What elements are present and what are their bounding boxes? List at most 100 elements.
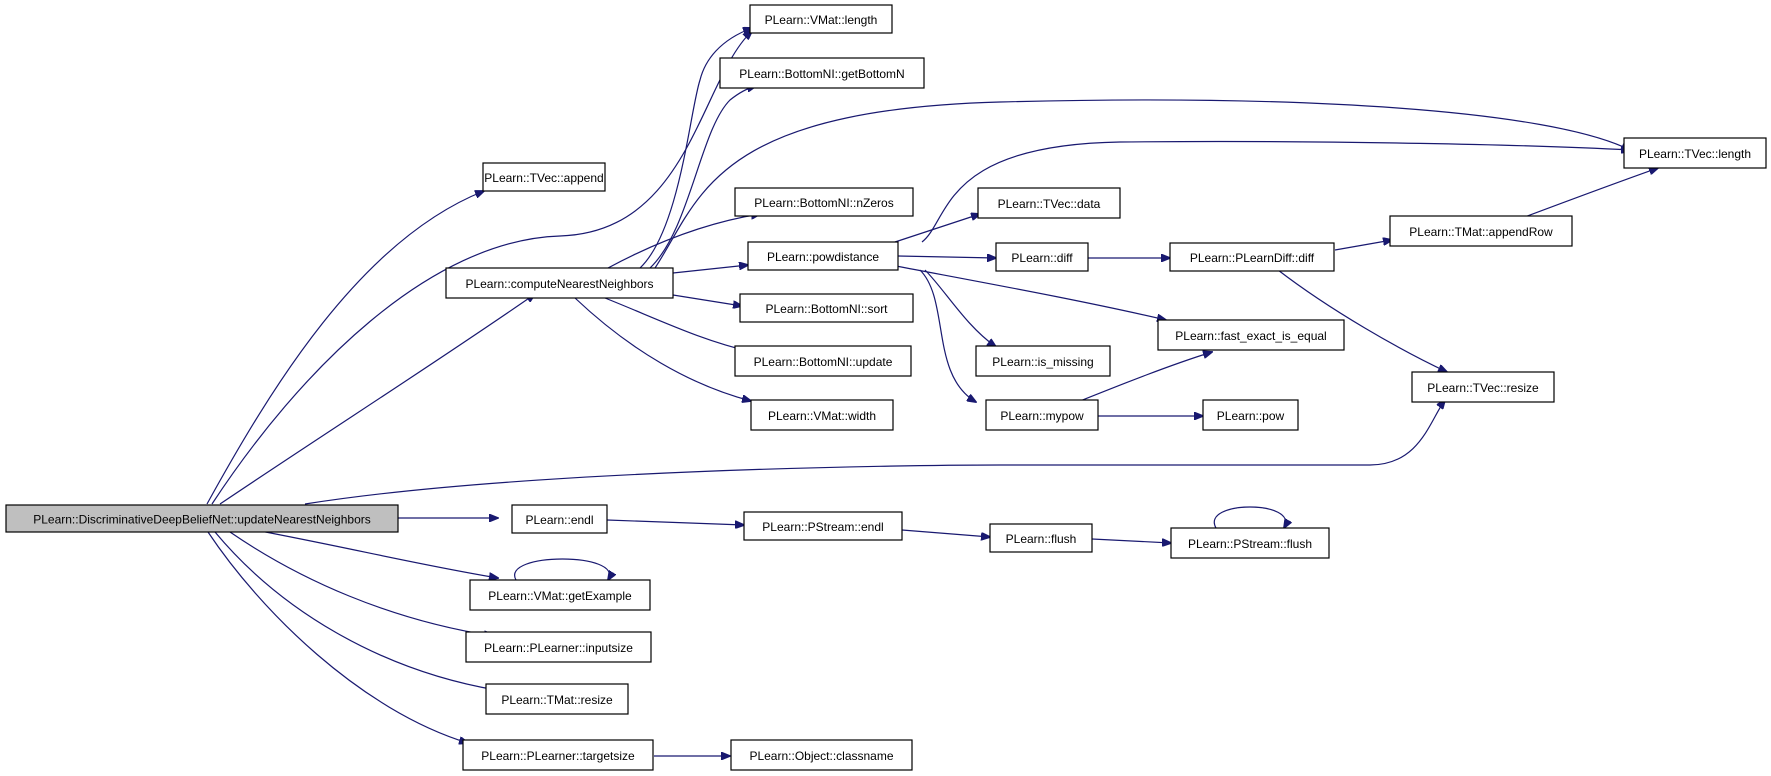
node-box-psflush bbox=[1170, 527, 1330, 559]
node-label-insize: PLearn::PLearner::inputsize bbox=[484, 641, 633, 655]
edge-root-inputsize bbox=[229, 531, 493, 636]
node-label-mypow: PLearn::mypow bbox=[1000, 409, 1084, 423]
node-box-root bbox=[5, 504, 399, 533]
node-box-append bbox=[482, 162, 606, 192]
node-box-cnn bbox=[445, 267, 674, 299]
node-box-pow bbox=[1202, 399, 1299, 431]
node-label-psendl: PLearn::PStream::endl bbox=[762, 520, 883, 534]
edge-root-targetsize bbox=[207, 531, 468, 743]
node-box-tlength bbox=[1623, 137, 1767, 169]
node-box-appendrow bbox=[1389, 215, 1573, 247]
node-getex[interactable]: PLearn::VMat::getExample bbox=[469, 579, 651, 611]
node-box-tresize bbox=[1411, 371, 1555, 403]
node-box-vwidth bbox=[750, 399, 894, 431]
node-nzeros[interactable]: PLearn::BottomNI::nZeros bbox=[734, 187, 914, 217]
edge-cnn-vmat-length bbox=[639, 28, 752, 269]
node-powdist[interactable]: PLearn::powdistance bbox=[747, 241, 899, 271]
edge-powdist-fastexact bbox=[895, 265, 1166, 320]
node-getbot[interactable]: PLearn::BottomNI::getBottomN bbox=[719, 57, 925, 89]
edge-powdist-mypow bbox=[919, 269, 976, 402]
node-classname[interactable]: PLearn::Object::classname bbox=[730, 739, 913, 771]
edge-flush-psflush bbox=[1091, 538, 1171, 543]
node-label-classname: PLearn::Object::classname bbox=[749, 749, 893, 763]
node-psflush[interactable]: PLearn::PStream::flush bbox=[1170, 527, 1330, 559]
node-ismissing[interactable]: PLearn::is_missing bbox=[975, 345, 1111, 377]
edge-root-compute-nn bbox=[219, 294, 535, 505]
edge-powdist-ismissing bbox=[924, 269, 996, 347]
node-label-appendrow: PLearn::TMat::appendRow bbox=[1409, 225, 1553, 239]
edge-endl-psendl bbox=[606, 519, 744, 525]
node-label-flush: PLearn::flush bbox=[1006, 532, 1077, 546]
node-vwidth[interactable]: PLearn::VMat::width bbox=[750, 399, 894, 431]
edge-cnn-nzeros bbox=[607, 214, 760, 269]
node-tresize[interactable]: PLearn::TVec::resize bbox=[1411, 371, 1555, 403]
node-label-pdiff: PLearn::PLearnDiff::diff bbox=[1190, 251, 1315, 265]
node-label-root: PLearn::DiscriminativeDeepBeliefNet::upd… bbox=[33, 513, 371, 527]
node-cnn[interactable]: PLearn::computeNearestNeighbors bbox=[445, 267, 674, 299]
node-mypow[interactable]: PLearn::mypow bbox=[985, 399, 1099, 431]
node-box-flush bbox=[989, 523, 1093, 553]
node-box-getbot bbox=[719, 57, 925, 89]
node-box-tmresize bbox=[485, 683, 629, 715]
node-label-vwidth: PLearn::VMat::width bbox=[768, 409, 876, 423]
node-tdata[interactable]: PLearn::TVec::data bbox=[977, 187, 1121, 219]
node-label-getex: PLearn::VMat::getExample bbox=[488, 589, 632, 603]
edge-getexample-self bbox=[514, 558, 610, 580]
node-tgsize[interactable]: PLearn::PLearner::targetsize bbox=[462, 739, 654, 771]
edge-cnn-powdistance bbox=[672, 265, 748, 274]
node-label-vlength: PLearn::VMat::length bbox=[765, 13, 878, 27]
node-append[interactable]: PLearn::TVec::append bbox=[482, 162, 606, 192]
node-label-tlength: PLearn::TVec::length bbox=[1639, 147, 1751, 161]
node-endl[interactable]: PLearn::endl bbox=[511, 504, 608, 534]
edge-root-getexample bbox=[259, 530, 498, 578]
node-bsort[interactable]: PLearn::BottomNI::sort bbox=[739, 293, 914, 323]
node-diff[interactable]: PLearn::diff bbox=[995, 242, 1089, 272]
node-label-tdata: PLearn::TVec::data bbox=[998, 197, 1101, 211]
edge-psflush-self bbox=[1213, 506, 1285, 528]
node-label-endl: PLearn::endl bbox=[525, 513, 593, 527]
node-flush[interactable]: PLearn::flush bbox=[989, 523, 1093, 553]
node-box-endl bbox=[511, 504, 608, 534]
node-pow[interactable]: PLearn::pow bbox=[1202, 399, 1299, 431]
node-box-vlength bbox=[749, 4, 893, 34]
node-appendrow[interactable]: PLearn::TMat::appendRow bbox=[1389, 215, 1573, 247]
edge-cnn-tvec-length bbox=[654, 99, 1630, 269]
node-insize[interactable]: PLearn::PLearner::inputsize bbox=[465, 631, 652, 663]
node-label-fastexact: PLearn::fast_exact_is_equal bbox=[1175, 329, 1326, 343]
edge-pldiff-tvec-resize bbox=[1277, 269, 1447, 372]
edge-appendrow-tvec-length bbox=[1521, 168, 1658, 219]
nodes-layer: PLearn::DiscriminativeDeepBeliefNet::upd… bbox=[5, 4, 1767, 771]
node-label-getbot: PLearn::BottomNI::getBottomN bbox=[739, 67, 904, 81]
node-label-cnn: PLearn::computeNearestNeighbors bbox=[465, 277, 653, 291]
node-tlength[interactable]: PLearn::TVec::length bbox=[1623, 137, 1767, 169]
node-label-bupdate: PLearn::BottomNI::update bbox=[754, 355, 893, 369]
edge-root-vmat-length bbox=[211, 31, 752, 505]
node-box-ismissing bbox=[975, 345, 1111, 377]
edge-powdist-tvec-data bbox=[894, 214, 980, 243]
node-pdiff[interactable]: PLearn::PLearnDiff::diff bbox=[1169, 242, 1335, 272]
node-box-tgsize bbox=[462, 739, 654, 771]
node-box-insize bbox=[465, 631, 652, 663]
edge-cnn-update bbox=[604, 297, 752, 352]
node-root[interactable]: PLearn::DiscriminativeDeepBeliefNet::upd… bbox=[5, 504, 399, 533]
node-label-powdist: PLearn::powdistance bbox=[767, 250, 879, 264]
node-box-getex bbox=[469, 579, 651, 611]
node-label-diff: PLearn::diff bbox=[1011, 251, 1073, 265]
node-label-nzeros: PLearn::BottomNI::nZeros bbox=[754, 196, 893, 210]
node-label-bsort: PLearn::BottomNI::sort bbox=[765, 302, 888, 316]
node-tmresize[interactable]: PLearn::TMat::resize bbox=[485, 683, 629, 715]
node-psendl[interactable]: PLearn::PStream::endl bbox=[743, 511, 903, 541]
node-label-tresize: PLearn::TVec::resize bbox=[1427, 381, 1539, 395]
edge-powdist-tvec-length bbox=[921, 140, 1630, 243]
edge-cnn-vmat-width bbox=[574, 297, 751, 401]
edge-cnn-getbottomn bbox=[649, 86, 756, 269]
node-vlength[interactable]: PLearn::VMat::length bbox=[749, 4, 893, 34]
node-label-tgsize: PLearn::PLearner::targetsize bbox=[481, 749, 635, 763]
node-label-append: PLearn::TVec::append bbox=[484, 171, 603, 185]
node-box-tdata bbox=[977, 187, 1121, 219]
edge-powdist-diff bbox=[897, 256, 996, 258]
node-fastexact[interactable]: PLearn::fast_exact_is_equal bbox=[1157, 319, 1345, 351]
node-bupdate[interactable]: PLearn::BottomNI::update bbox=[734, 345, 912, 377]
node-box-bupdate bbox=[734, 345, 912, 377]
